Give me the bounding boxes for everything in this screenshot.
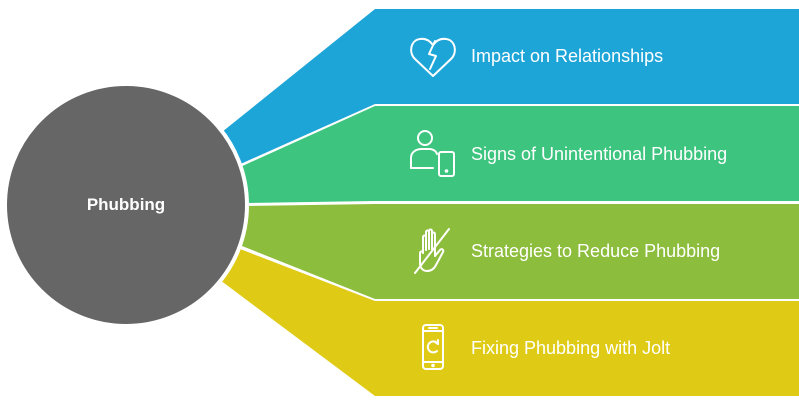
- band-fixing-phubbing-with-jolt: [220, 247, 799, 396]
- center-circle: [3, 82, 249, 328]
- item-strategies-to-reduce-phubbing: Strategies to Reduce Phubbing: [405, 223, 771, 279]
- band-strategies-to-reduce-phubbing: [237, 204, 799, 299]
- center-label: Phubbing: [86, 195, 166, 214]
- item-impact-on-relationships: Impact on Relationships: [405, 28, 771, 84]
- hand-crossed-icon: [414, 228, 450, 274]
- person-phone-icon: [410, 130, 455, 177]
- item-signs-of-unintentional-phubbing: Signs of Unintentional Phubbing: [405, 126, 771, 182]
- item-label: Fixing Phubbing with Jolt: [471, 338, 671, 358]
- broken-heart-icon: [410, 37, 456, 77]
- band-impact-on-relationships: [222, 9, 799, 166]
- band-signs-of-unintentional-phubbing: [238, 106, 799, 203]
- item-label: Impact on Relationships: [471, 46, 664, 66]
- item-fixing-phubbing-with-jolt: Fixing Phubbing with Jolt: [405, 320, 771, 376]
- item-label: Strategies to Reduce Phubbing: [471, 241, 721, 261]
- item-label: Signs of Unintentional Phubbing: [471, 144, 728, 164]
- phone-refresh-icon: [422, 324, 444, 370]
